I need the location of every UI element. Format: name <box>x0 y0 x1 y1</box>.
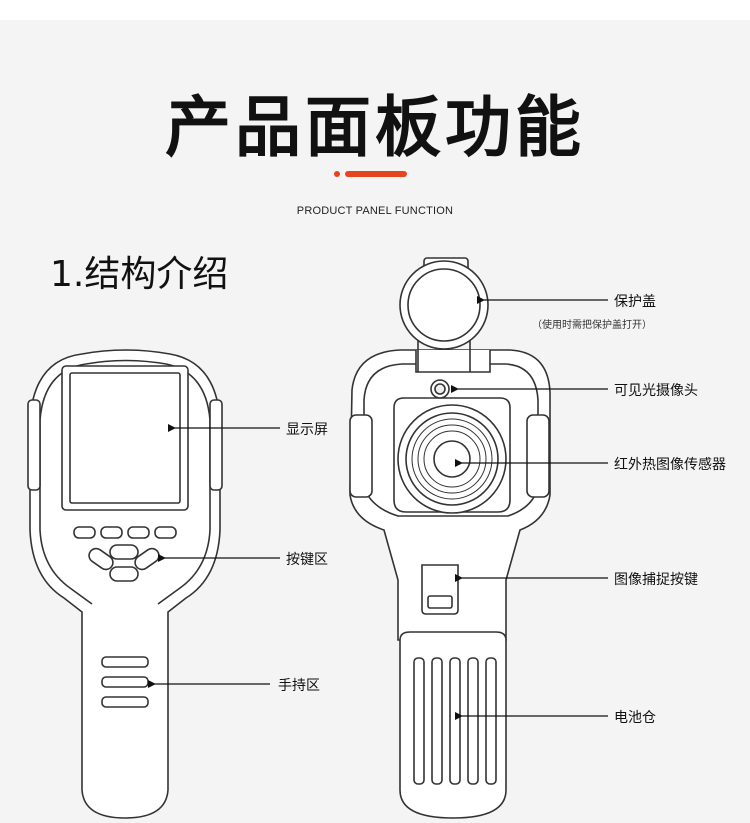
dpad-right <box>134 547 160 571</box>
menu-button-2 <box>100 526 123 539</box>
grip-slot-1 <box>101 656 149 668</box>
section-heading: 1.结构介绍 <box>50 254 229 295</box>
menu-button-3 <box>127 526 150 539</box>
left-grip-pad <box>27 399 41 491</box>
label-grip: 手持区 <box>278 678 320 694</box>
page-subtitle: PRODUCT PANEL FUNCTION <box>296 205 454 217</box>
label-sensor: 红外热图像传感器 <box>614 457 726 473</box>
menu-button-1 <box>73 526 96 539</box>
label-battery: 电池仓 <box>614 710 656 726</box>
accent-dot <box>334 171 340 177</box>
accent-bar <box>345 171 407 177</box>
back-device <box>349 257 551 819</box>
protective-cover-inner <box>407 268 481 342</box>
battery-compartment <box>399 631 507 819</box>
battery-rib-4 <box>467 657 479 785</box>
page-title: 产品面板功能 <box>165 89 585 166</box>
visible-camera-lens <box>434 383 446 395</box>
cover-strap <box>417 340 471 372</box>
dpad-left <box>88 547 114 571</box>
protective-cover <box>399 260 489 350</box>
battery-rib-2 <box>431 657 443 785</box>
front-device <box>27 349 223 819</box>
battery-rib-5 <box>485 657 497 785</box>
ir-lens-ring-1 <box>405 412 499 506</box>
battery-rib-1 <box>413 657 425 785</box>
label-keypad: 按键区 <box>286 552 328 568</box>
capture-trigger-inner <box>427 595 453 609</box>
grip-slot-2 <box>101 676 149 688</box>
dpad-up <box>109 544 139 560</box>
back-right-grip <box>526 414 550 498</box>
ir-lens-ring-3 <box>417 424 487 494</box>
ir-lens-center <box>433 440 471 478</box>
label-camera: 可见光摄像头 <box>614 383 698 399</box>
battery-rib-3 <box>449 657 461 785</box>
cover-hinge <box>415 350 491 373</box>
ir-lens-ring-4 <box>423 430 481 488</box>
capture-trigger <box>421 564 459 615</box>
label-capture: 图像捕捉按键 <box>614 572 698 588</box>
grip-slot-3 <box>101 696 149 708</box>
label-screen: 显示屏 <box>286 422 328 438</box>
leader-lines <box>148 296 608 720</box>
label-cover: 保护盖 <box>614 294 656 310</box>
back-left-grip <box>349 414 373 498</box>
dpad-down <box>109 566 139 582</box>
display-screen <box>69 372 181 504</box>
label-cover-note: （使用时需把保护盖打开） <box>532 320 652 331</box>
right-grip-pad <box>209 399 223 491</box>
menu-button-4 <box>154 526 177 539</box>
ir-lens-ring-2 <box>411 418 493 500</box>
top-strip <box>0 0 750 20</box>
